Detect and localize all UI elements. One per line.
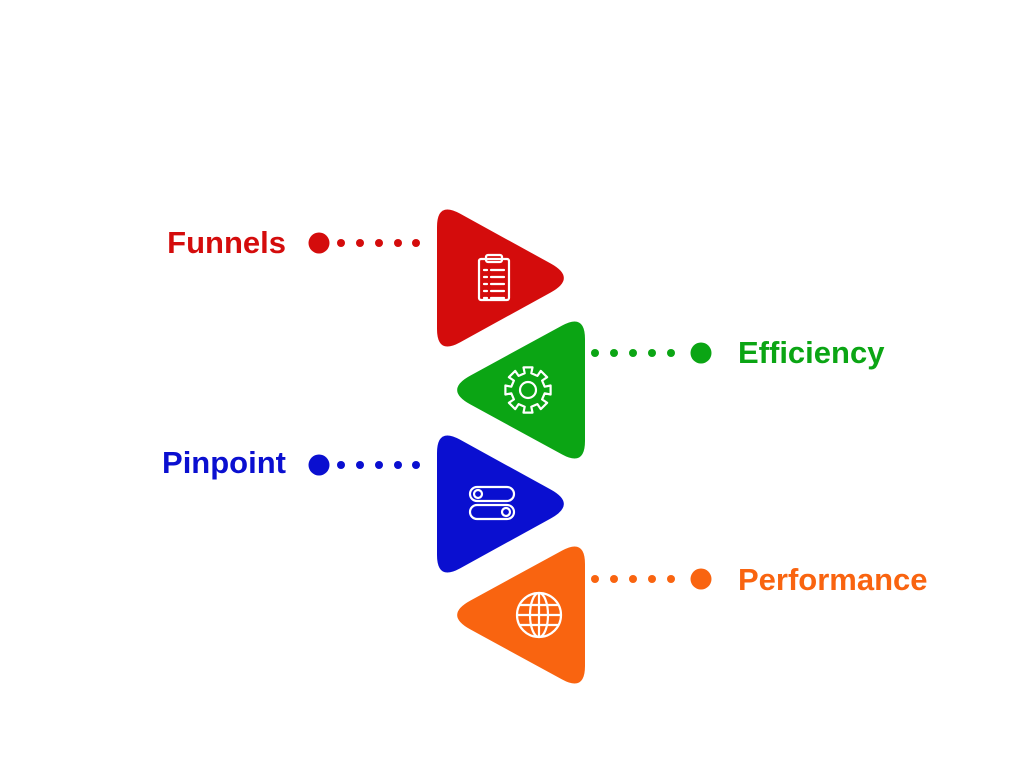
connector-funnels <box>308 232 420 254</box>
connector-efficiency <box>591 342 712 364</box>
step-pinpoint <box>308 435 564 573</box>
step-efficiency <box>457 321 712 459</box>
connector-performance <box>591 568 712 590</box>
connector-pinpoint <box>308 454 420 476</box>
step-label-efficiency: Efficiency <box>738 335 885 370</box>
step-performance <box>457 546 712 684</box>
globe-icon <box>515 591 563 639</box>
gear-icon <box>504 366 552 414</box>
step-label-performance: Performance <box>738 562 928 597</box>
clipboard-icon <box>477 253 511 302</box>
step-funnels <box>308 209 564 347</box>
step-label-pinpoint: Pinpoint <box>162 445 286 480</box>
step-label-funnels: Funnels <box>167 225 286 260</box>
toggle-switches-icon <box>468 485 516 521</box>
